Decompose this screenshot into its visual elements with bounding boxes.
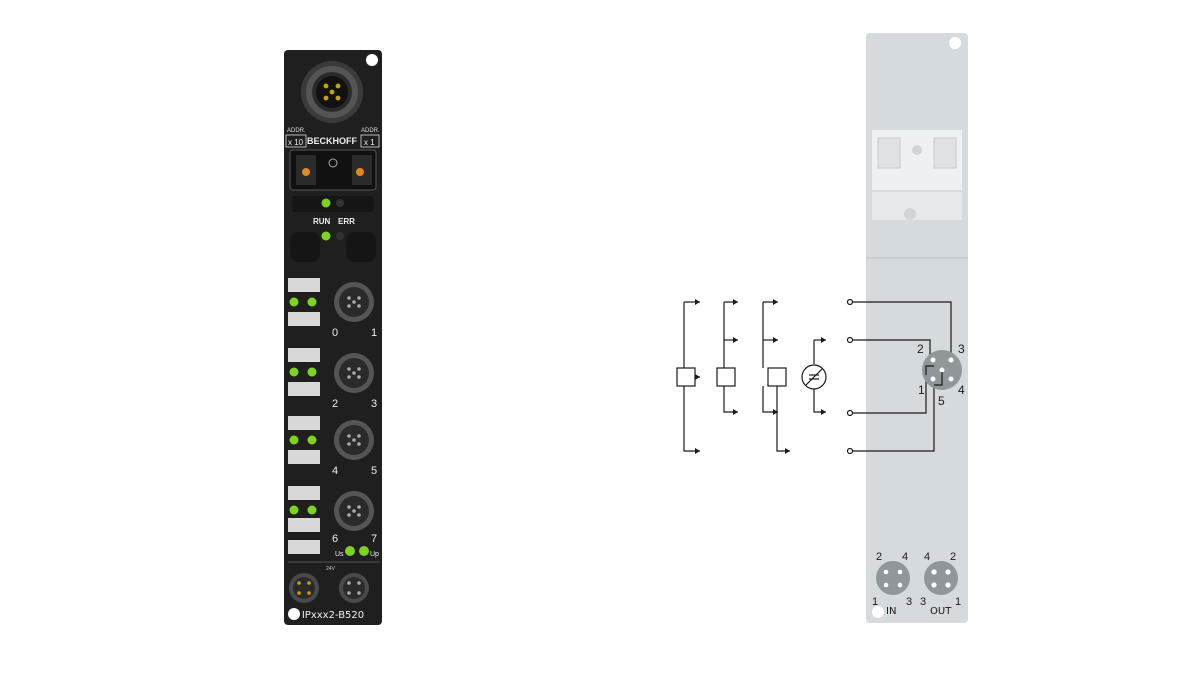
sensor-symbol-2: [716, 301, 738, 413]
brand-label: BECKHOFF: [307, 136, 357, 146]
pin-label-1: 1: [918, 383, 925, 397]
supply-label: 24V: [326, 566, 336, 572]
power-out-pin-2: 2: [950, 551, 956, 563]
run-label: RUN: [313, 217, 331, 226]
ip-module: ADDR. x 10 ADDR. x 1 BECKHOFF RUN ERR: [284, 50, 382, 625]
channel-number-7: 7: [371, 533, 377, 545]
addr-left-label: ADDR.: [287, 128, 306, 134]
channel-number-3: 3: [371, 398, 377, 410]
run-led: [321, 198, 331, 208]
channel-row-4-5: 4 5: [288, 416, 377, 477]
address-switch-x1[interactable]: [356, 168, 364, 176]
power-in-pin-diagram: 2 4 1 3 IN: [872, 551, 912, 617]
model-label: IPxxx2-B520: [302, 610, 364, 621]
power-out-pin-3: 3: [920, 596, 926, 608]
pin-label-3: 3: [958, 342, 965, 356]
channel-number-5: 5: [371, 465, 377, 477]
channel-number-2: 2: [332, 398, 338, 410]
connector-panel: [866, 33, 968, 623]
sensor-symbol-3: [762, 301, 790, 452]
power-in-label: IN: [886, 606, 896, 617]
pin-label-4: 4: [958, 383, 965, 397]
sensor-symbol-1: [676, 301, 700, 452]
pin-label-5: 5: [938, 394, 945, 408]
power-out-pin-diagram: 4 2 3 1 OUT: [920, 551, 961, 617]
addr-left-value: x 10: [288, 138, 304, 147]
channel-row-6-7: 6 7: [288, 486, 377, 554]
link-led: [321, 231, 331, 241]
up-label: Up: [370, 551, 379, 558]
up-led: [359, 546, 369, 556]
us-label: Us: [335, 551, 344, 558]
addr-right-label: ADDR.: [361, 128, 380, 134]
channel-number-0: 0: [332, 327, 338, 339]
fieldbus-connector: [301, 61, 363, 123]
m12-pin-diagram: 2 3 1 5 4: [917, 342, 965, 408]
err-led: [336, 199, 344, 207]
power-out-label: OUT: [930, 606, 952, 617]
wiring-lines: [846, 298, 952, 455]
address-switch-x10[interactable]: [302, 168, 310, 176]
power-in-connector[interactable]: [289, 573, 319, 603]
pin-label-2: 2: [917, 342, 924, 356]
channel-row-2-3: 2 3: [288, 348, 377, 410]
module-housing: [284, 50, 382, 625]
err-label: ERR: [338, 217, 355, 226]
channel-number-4: 4: [332, 465, 338, 477]
power-in-pin-3: 3: [906, 596, 912, 608]
sensor-symbol-4: [801, 339, 827, 413]
channel-number-6: 6: [332, 533, 338, 545]
channel-number-1: 1: [371, 327, 377, 339]
wiring-diagram: [676, 299, 827, 454]
channel-row-0-1: 0 1: [288, 278, 377, 339]
address-switch-window: [289, 149, 377, 191]
power-out-pin-1: 1: [955, 596, 961, 608]
us-led: [345, 546, 355, 556]
power-out-connector[interactable]: [339, 573, 369, 603]
link-led-off: [336, 232, 344, 240]
power-in-pin-1: 1: [872, 596, 878, 608]
mount-hole-top: [366, 54, 378, 66]
power-out-pin-4: 4: [924, 551, 930, 563]
addr-right-value: x 1: [364, 138, 375, 147]
power-in-pin-2: 2: [876, 551, 882, 563]
power-in-pin-4: 4: [902, 551, 908, 563]
mount-hole-bottom: [288, 608, 300, 620]
